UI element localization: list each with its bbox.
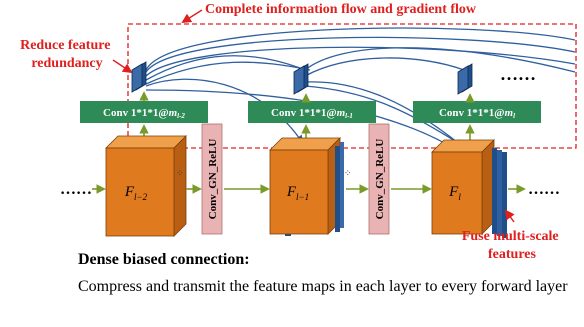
conv-box: Conv 1*1*1@ml-2	[80, 101, 208, 123]
flow-ellipsis: ……	[500, 64, 536, 84]
feature-tile	[131, 61, 147, 93]
svg-text:Conv 1*1*1@ml: Conv 1*1*1@ml	[439, 107, 515, 120]
small-dots: ⁘	[344, 168, 352, 178]
feature-block: Fl−1	[269, 137, 344, 236]
svg-text:Conv_GN_ReLU: Conv_GN_ReLU	[207, 139, 219, 220]
fuse-features-label: Fuse multi-scale features	[462, 229, 562, 262]
caption-title: Dense biased connection:	[78, 251, 250, 268]
right-ellipsis: ……	[528, 181, 560, 198]
fuse-label-pointer	[504, 209, 515, 223]
left-redundancy-label: Reduce feature redundancy	[20, 38, 114, 71]
svg-text:Conv 1*1*1@ml-1: Conv 1*1*1@ml-1	[271, 107, 353, 120]
feature-block: Fl	[431, 139, 507, 238]
svg-text:Fl−1: Fl−1	[286, 184, 309, 202]
small-dots: ⁘	[176, 168, 184, 178]
caption-description: Compress and transmit the feature maps i…	[78, 278, 568, 295]
feature-block: Fl−2	[105, 135, 187, 237]
norm-bar: Conv_GN_ReLU	[201, 123, 223, 235]
svg-text:Fl: Fl	[448, 184, 461, 202]
norm-bar: Conv_GN_ReLU	[368, 123, 390, 235]
svg-text:Conv 1*1*1@ml-2: Conv 1*1*1@ml-2	[103, 107, 185, 120]
conv-box: Conv 1*1*1@ml	[413, 101, 541, 123]
vertical-arrows	[139, 91, 475, 140]
information-flow-region	[127, 23, 577, 149]
feature-tile	[457, 63, 473, 95]
svg-text:Conv_GN_ReLU: Conv_GN_ReLU	[374, 139, 386, 220]
conv-box: Conv 1*1*1@ml-1	[248, 101, 376, 123]
left-ellipsis: ……	[60, 181, 92, 198]
top-label-pointer	[181, 9, 203, 24]
top-flow-label: Complete information flow and gradient f…	[205, 2, 477, 17]
left-label-pointer	[112, 59, 133, 74]
feature-tile	[293, 63, 309, 95]
svg-text:Fl−2: Fl−2	[124, 184, 148, 202]
gradient-flow-curves	[145, 27, 576, 85]
